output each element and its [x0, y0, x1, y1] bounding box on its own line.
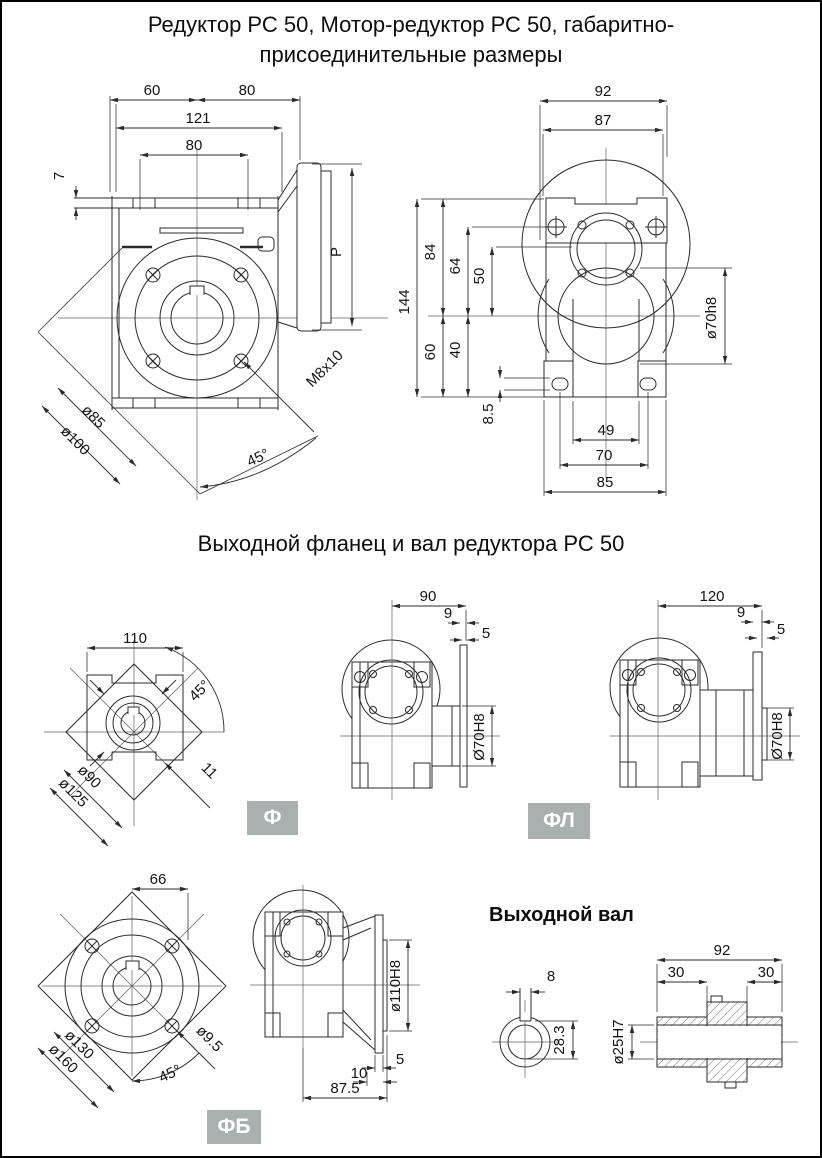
- dim-shaft-70h8: ø70h8: [703, 297, 720, 340]
- dim-8-5: 8.5: [480, 404, 497, 425]
- flange-fb-front-view: 66 ø130 ø160 ø9.5 45°: [37, 871, 227, 1109]
- dim-49: 49: [598, 422, 615, 439]
- page-title-line1: Редуктор РС 50, Мотор-редуктор РС 50, га…: [147, 12, 675, 37]
- dim-90-length: 90: [420, 588, 437, 605]
- dim-5-f: 5: [482, 625, 490, 642]
- dim-110: 110: [123, 630, 147, 647]
- dim-bore-25h7: ø25H7: [610, 1019, 627, 1064]
- dim-28-3: 28.3: [551, 1025, 568, 1054]
- dim-120-length: 120: [699, 588, 724, 605]
- flange-f-front-view: 110 ø90 ø125 11 45°: [44, 630, 225, 847]
- dim-5-fl: 5: [777, 621, 785, 638]
- badge-fl: ФЛ: [528, 803, 590, 839]
- dim-64: 64: [447, 258, 464, 275]
- dim-87: 87: [595, 112, 612, 129]
- dim-121: 121: [185, 110, 210, 127]
- output-shaft-side-view: 92 30 30 ø25H7: [610, 942, 798, 1089]
- badge-f: Ф: [247, 801, 298, 835]
- bolt-hole-symbols-fb: [84, 938, 180, 1034]
- dim-9-fl: 9: [737, 604, 745, 621]
- dim-100-circle: ø100: [57, 423, 93, 459]
- dim-30-right: 30: [758, 964, 775, 981]
- flange-fl-side-view: 120 9 5 Ø70H8: [609, 588, 800, 800]
- flange-fb-side-view: ø110H8 5 10 87.5: [250, 885, 420, 1102]
- dim-9-f: 9: [444, 605, 452, 622]
- dim-92-shaft: 92: [714, 942, 731, 959]
- badge-fb: ФБ: [207, 1110, 261, 1144]
- dim-70: 70: [596, 447, 613, 464]
- shaft-section-title: Выходной вал: [489, 904, 634, 926]
- dim-30-left: 30: [668, 964, 685, 981]
- dim-11-hole: 11: [198, 759, 221, 782]
- dim-85-circle: ø85: [78, 402, 108, 432]
- output-shaft-end-view: 8 28.3: [492, 968, 578, 1078]
- dim-7: 7: [51, 172, 68, 180]
- gearbox-side-view: 60 80 121 80 7 P ø85 ø100 M8x10 45°: [37, 82, 388, 500]
- dim-key-8: 8: [547, 968, 555, 985]
- dim-bore-70h8-f: Ø70H8: [471, 713, 488, 761]
- dim-9-5-hole: ø9.5: [193, 1022, 226, 1055]
- dim-P: P: [328, 247, 345, 257]
- dim-thread-m8: M8x10: [303, 347, 347, 391]
- dim-87-5: 87.5: [330, 1080, 359, 1097]
- dim-angle-45: 45°: [244, 445, 272, 470]
- dim-60-front: 60: [422, 344, 439, 361]
- dim-bore-70h8-fl: Ø70H8: [769, 712, 786, 760]
- dim-bore-110h8: ø110H8: [387, 960, 404, 1012]
- dim-40: 40: [447, 342, 464, 359]
- dim-85-width: 85: [597, 474, 614, 491]
- dim-50: 50: [471, 268, 488, 285]
- gearbox-front-view: 92 87 144 84 64 50 60 40 8.5 49 70 85 ø7…: [396, 83, 732, 496]
- dim-60: 60: [144, 82, 161, 99]
- page-title: Редуктор РС 50, Мотор-редуктор РС 50, га…: [0, 10, 822, 70]
- dim-84: 84: [422, 244, 439, 261]
- dim-10-fb: 10: [351, 1065, 368, 1082]
- page-title-line2: присоединительные размеры: [259, 42, 563, 67]
- dim-80-top: 80: [239, 82, 256, 99]
- dim-92: 92: [595, 83, 612, 100]
- dim-66: 66: [150, 871, 167, 888]
- flange-f-side-view: 90 9 5 Ø70H8: [340, 588, 500, 800]
- dim-5-fb: 5: [396, 1051, 404, 1068]
- dim-144: 144: [396, 289, 413, 314]
- dim-80-flange: 80: [186, 137, 203, 154]
- dim-angle-45-f: 45°: [186, 677, 214, 705]
- dim-angle-45-fb: 45°: [156, 1061, 184, 1086]
- bolt-hole-symbols: [145, 267, 249, 369]
- flange-section-title: Выходной фланец и вал редуктора РС 50: [197, 531, 625, 556]
